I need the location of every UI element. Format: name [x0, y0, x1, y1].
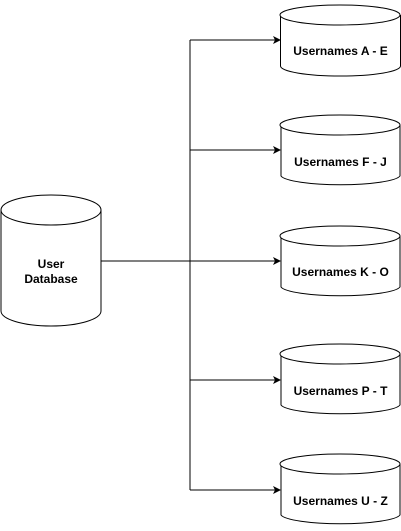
shard-label-u-z: Usernames U - Z	[293, 494, 388, 508]
user-database-cylinder	[0, 194, 102, 327]
user-database-label: User Database	[24, 257, 78, 286]
shard-cylinder-u-z	[279, 453, 401, 525]
shard-cylinder-p-t	[279, 343, 401, 415]
connectors	[101, 36, 281, 494]
shard-label-f-j: Usernames F - J	[294, 155, 387, 169]
shard-cylinder-a-e	[279, 4, 401, 77]
shard-label-a-e: Usernames A - E	[293, 44, 388, 58]
shard-label-k-o: Usernames K - O	[292, 265, 389, 279]
shard-label-p-t: Usernames P - T	[293, 384, 388, 398]
shard-cylinder-k-o	[279, 225, 401, 297]
shard-cylinder-f-j	[279, 114, 401, 186]
